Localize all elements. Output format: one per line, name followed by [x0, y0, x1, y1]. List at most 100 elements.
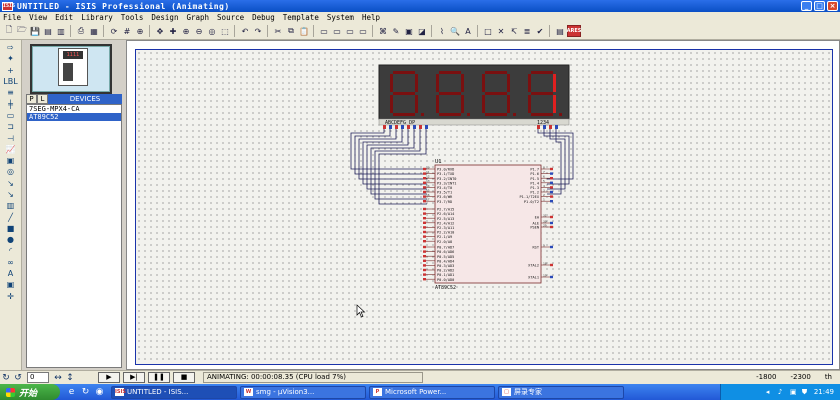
zoom-all-icon[interactable]: ◎	[208, 26, 216, 36]
false-origin-icon[interactable]: ⊕	[136, 26, 144, 36]
menu-tools[interactable]: Tools	[120, 13, 144, 22]
text-script-icon[interactable]: ≡	[7, 88, 14, 98]
marker-icon[interactable]: ✛	[7, 291, 14, 301]
path-icon[interactable]: ∞	[7, 257, 14, 267]
media-player-icon[interactable]: ◉	[95, 387, 104, 397]
pick-device-icon[interactable]: ⌘	[379, 26, 387, 36]
minimize-button[interactable]: _	[801, 1, 812, 11]
menu-library[interactable]: Library	[81, 13, 113, 22]
graph-icon[interactable]: 📈	[5, 144, 16, 154]
netlist-to-ares-icon[interactable]: ▤	[556, 26, 564, 36]
menu-system[interactable]: System	[326, 13, 354, 22]
line-icon[interactable]: ╱	[8, 212, 13, 222]
rotate-clockwise-icon[interactable]: ↻	[2, 372, 10, 383]
pick-devices-button[interactable]: P	[26, 94, 37, 104]
zoom-out-icon[interactable]: ⊖	[195, 26, 203, 36]
virtual-instrument-icon[interactable]: ▥	[6, 201, 15, 211]
current-probe-icon[interactable]: ↘	[7, 190, 14, 199]
text-icon[interactable]: A	[7, 269, 14, 279]
mirror-horizontal-icon[interactable]: ↔	[54, 372, 62, 383]
print-icon[interactable]: ⎙	[77, 26, 85, 35]
copy-icon[interactable]: ⧉	[288, 26, 294, 35]
new-sheet-icon[interactable]: □	[484, 26, 492, 36]
voltage-probe-icon[interactable]: ↘	[7, 178, 14, 188]
print-area-icon[interactable]: ▦	[90, 26, 98, 36]
wire-label-icon[interactable]: LBL	[3, 77, 18, 87]
symbol-icon[interactable]: ▣	[6, 280, 15, 290]
menu-design[interactable]: Design	[151, 13, 179, 22]
stop-button[interactable]: ■	[173, 372, 195, 383]
wire-autorouter-icon[interactable]: ⌇	[440, 26, 444, 36]
task-screen-recorder[interactable]: □屏录专家	[498, 385, 624, 399]
menu-view[interactable]: View	[29, 13, 48, 22]
ares-icon[interactable]: ARES	[567, 25, 581, 37]
new-file-icon[interactable]: 🗋	[5, 25, 13, 34]
open-folder-icon[interactable]: 🗁	[17, 25, 27, 34]
search-tag-icon[interactable]: 🔍	[450, 26, 460, 36]
bill-of-materials-icon[interactable]: ≣	[523, 26, 531, 36]
start-button[interactable]: 开始	[0, 384, 60, 400]
menu-file[interactable]: File	[3, 13, 22, 22]
play-button[interactable]: ▶	[98, 372, 120, 383]
device-pin-icon[interactable]: ⊣	[7, 133, 14, 143]
device-item-at89c52[interactable]: AT89C52	[27, 113, 121, 121]
security-icon[interactable]: ⛊	[801, 388, 808, 396]
block-delete-icon[interactable]: ▭	[359, 26, 367, 36]
refresh-icon[interactable]: ⟳	[110, 26, 118, 36]
selection-mode-icon[interactable]: ⇨	[7, 43, 14, 53]
pause-button[interactable]: ❚❚	[148, 372, 170, 383]
menu-debug[interactable]: Debug	[252, 13, 275, 22]
export-icon[interactable]: ▥	[57, 26, 65, 36]
box-icon[interactable]: ■	[6, 223, 15, 233]
grid-icon[interactable]: #	[123, 26, 131, 36]
electrical-check-icon[interactable]: ✔	[536, 26, 544, 36]
import-icon[interactable]: ▤	[44, 26, 52, 36]
tape-recorder-icon[interactable]: ▣	[6, 156, 15, 166]
network-icon[interactable]: ▣	[789, 388, 797, 396]
terminal-icon[interactable]: ⊐	[7, 122, 14, 132]
library-manager-button[interactable]: L	[37, 94, 48, 104]
close-button[interactable]: ×	[827, 1, 838, 11]
save-icon[interactable]: 💾	[30, 26, 40, 36]
block-move-icon[interactable]: ▭	[333, 26, 341, 36]
property-tool-icon[interactable]: A	[465, 26, 471, 36]
block-rotate-icon[interactable]: ▭	[346, 26, 354, 36]
device-item-7seg[interactable]: 7SEG-MPX4-CA	[29, 105, 80, 113]
paste-icon[interactable]: 📋	[299, 26, 309, 36]
generator-icon[interactable]: ◎	[7, 167, 14, 177]
remove-sheet-icon[interactable]: ✕	[497, 26, 505, 36]
cut-icon[interactable]: ✂	[274, 26, 282, 36]
menu-edit[interactable]: Edit	[55, 13, 74, 22]
exit-parent-icon[interactable]: ↸	[510, 26, 518, 36]
menu-help[interactable]: Help	[361, 13, 380, 22]
volume-icon[interactable]: ♪	[777, 388, 783, 396]
menu-graph[interactable]: Graph	[186, 13, 210, 22]
tray-arrow-icon[interactable]: ◂	[765, 388, 770, 396]
packaging-icon[interactable]: ▣	[405, 26, 413, 36]
redo-icon[interactable]: ↷	[254, 26, 262, 36]
seven-segment-display[interactable]: ABCDEFG DP 1234	[378, 64, 570, 129]
rotate-anticlockwise-icon[interactable]: ↺	[14, 372, 22, 383]
circle-icon[interactable]: ●	[7, 235, 14, 245]
step-button[interactable]: ▶|	[123, 372, 145, 383]
pan-icon[interactable]: ✥	[156, 26, 164, 36]
internet-explorer-icon[interactable]: e	[68, 387, 75, 397]
maximize-button[interactable]: □	[814, 1, 825, 11]
overview-window[interactable]: 1111	[30, 44, 112, 94]
subcircuit-icon[interactable]: ▭	[6, 110, 15, 120]
refresh-icon[interactable]: ↻	[81, 387, 90, 397]
component-mode-icon[interactable]: ✦	[7, 54, 14, 64]
menu-template[interactable]: Template	[282, 13, 319, 22]
mirror-vertical-icon[interactable]: ↕	[66, 372, 74, 383]
arc-icon[interactable]: ◜	[8, 246, 13, 256]
bus-icon[interactable]: ╪	[8, 99, 13, 109]
decompose-icon[interactable]: ◪	[418, 26, 426, 36]
make-device-icon[interactable]: ✎	[392, 26, 400, 36]
menu-source[interactable]: Source	[217, 13, 245, 22]
junction-dot-icon[interactable]: +	[7, 65, 14, 75]
block-copy-icon[interactable]: ▭	[320, 26, 328, 36]
